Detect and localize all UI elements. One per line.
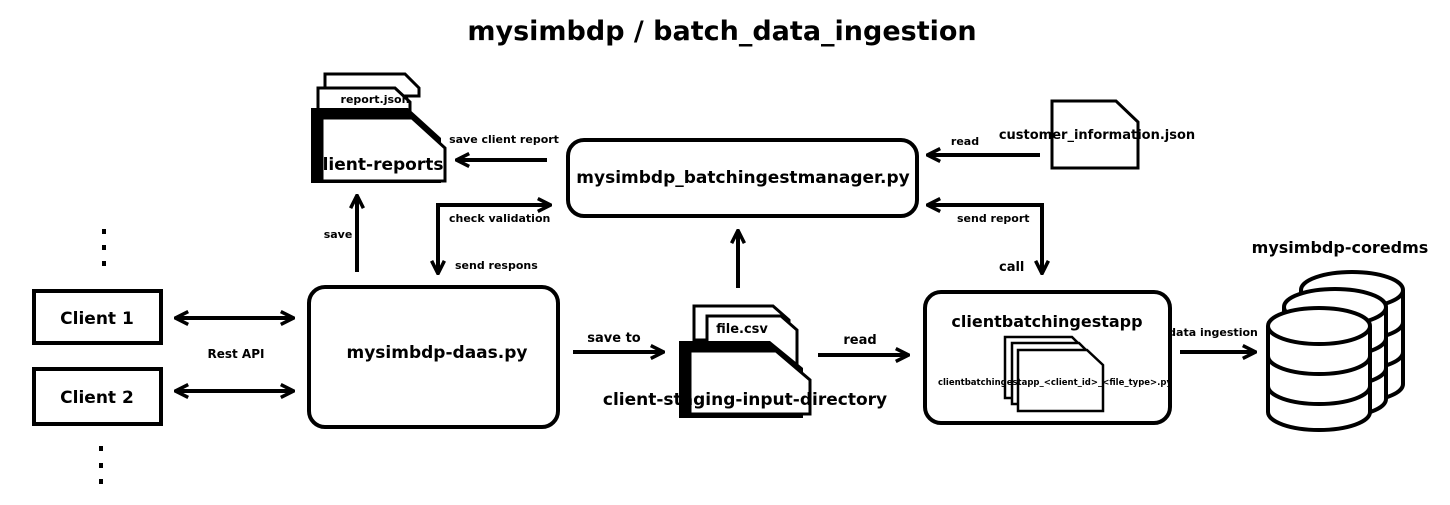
check-validation-arrow (438, 205, 549, 272)
more-clients-dots-top (102, 229, 106, 266)
save-to-label: save to (587, 331, 641, 346)
file-csv-label: file.csv (716, 322, 768, 337)
client-2-box: Client 2 (32, 367, 163, 426)
daas-node: mysimbdp-daas.py (307, 285, 560, 429)
client-staging-label: client-staging-input-directory (603, 390, 887, 410)
read-customer-label: read (951, 135, 979, 148)
rest-api-label: Rest API (208, 347, 265, 361)
customer-information-label: customer_information.json (999, 128, 1195, 143)
save-client-report-label: save client report (449, 133, 559, 146)
read-staging-label: read (843, 333, 876, 348)
save-label: save (324, 228, 353, 241)
report-json-label: report.json (341, 93, 410, 106)
client-reports-stack: report.json client-reports (311, 72, 447, 183)
data-ingestion-label: data ingestion (1168, 326, 1258, 339)
more-clients-dots-bottom (99, 446, 103, 484)
clientbatchingestapp-instance-label: clientbatchingestapp_<client_id>_<file_t… (938, 378, 1173, 388)
client-staging-stack: file.csv client-staging-input-directory (603, 304, 887, 418)
diagram-title: mysimbdp / batch_data_ingestion (467, 16, 976, 47)
clientbatchingestapp-node: clientbatchingestapp clientbatchingestap… (923, 290, 1173, 425)
client-reports-label: client-reports (313, 155, 444, 175)
coredms-database-icon (1266, 270, 1405, 432)
clientbatchingestapp-label: clientbatchingestapp (951, 312, 1142, 331)
check-validation-label: check validation (449, 212, 550, 225)
send-respons-label: send respons (455, 259, 538, 272)
coredms-label: mysimbdp-coredms (1252, 238, 1429, 257)
customer-information-file: customer_information.json (999, 99, 1195, 170)
client-1-label: Client 1 (60, 309, 134, 329)
batchingestmanager-node: mysimbdp_batchingestmanager.py (566, 138, 919, 218)
daas-label: mysimbdp-daas.py (347, 343, 528, 363)
send-report-call-arrow (929, 205, 1042, 272)
batchingestmanager-label: mysimbdp_batchingestmanager.py (576, 168, 909, 188)
call-label: call (999, 260, 1024, 275)
send-report-label: send report (957, 212, 1030, 225)
client-1-box: Client 1 (32, 289, 163, 345)
client-2-label: Client 2 (60, 388, 134, 408)
